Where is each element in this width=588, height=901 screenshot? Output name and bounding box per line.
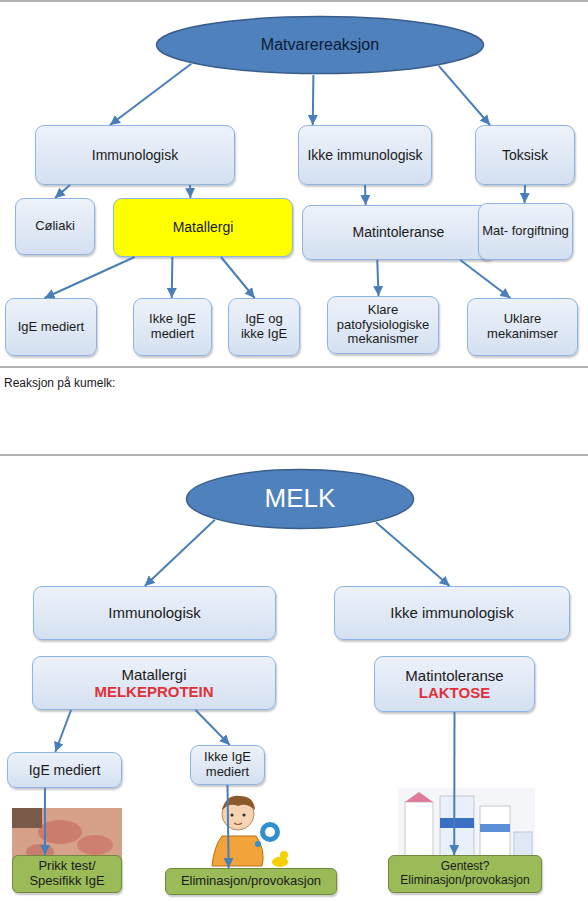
milk-carton <box>440 818 474 828</box>
node-text: Eliminasjon/provokasjon <box>181 874 321 889</box>
node-text: Immunologisk <box>108 604 201 621</box>
subtype-box: Ikke IgE mediert <box>190 745 265 785</box>
node-text: Matvarereaksjon <box>261 36 379 54</box>
frame-line <box>0 454 588 456</box>
test-box: Eliminasjon/provokasjon <box>165 868 337 895</box>
arrow-connector <box>221 257 255 298</box>
arrow-connector <box>189 185 191 198</box>
subtype-box: Uklare mekanimser <box>467 298 578 356</box>
subtype-box: Klare patofysiologiske mekanismer <box>327 296 439 354</box>
node-text: IgE mediert <box>29 762 101 778</box>
category-box: Ikke immunologisk <box>298 125 432 185</box>
child-eye <box>242 813 245 816</box>
condition-box: MatallergiMELKEPROTEIN <box>32 656 276 710</box>
node-text: Matintoleranse <box>405 667 503 684</box>
node-text: Cøliaki <box>35 219 75 234</box>
condition-box: Cøliaki <box>15 198 95 255</box>
subtype-box: Ikke IgE mediert <box>133 298 212 356</box>
condition-box: MatintoleranseLAKTOSE <box>374 656 535 712</box>
node-text: Klare patofysiologiske mekanismer <box>331 303 435 348</box>
arrow-connector <box>110 64 191 125</box>
thought-bubble <box>260 822 280 842</box>
test-box: Prikk test/ Spesifikk IgE <box>12 855 122 893</box>
thought-bubble <box>265 827 275 837</box>
node-text: Matallergi <box>121 666 186 683</box>
ellipse-shape <box>157 17 484 74</box>
frame-line <box>0 366 588 368</box>
yogurt-cup <box>514 832 532 856</box>
subtype-box: IgE mediert <box>7 752 122 788</box>
thought-bubble <box>255 841 261 847</box>
child-hair <box>222 796 255 810</box>
category-box: Ikke immunologisk <box>334 586 570 640</box>
node-text: MELK <box>265 484 336 514</box>
root-ellipse: Matvarereaksjon <box>155 15 485 75</box>
arrow-connector <box>312 75 315 125</box>
arrow-connector <box>228 785 229 868</box>
node-text: Toksisk <box>502 147 548 163</box>
test-box: Gentest? Eliminasjon/provokasjon <box>388 855 542 893</box>
arrow-connector <box>145 520 215 586</box>
arrow-connector <box>195 710 229 745</box>
node-text: Uklare mekanimser <box>471 312 574 342</box>
arrow-connector <box>376 522 450 586</box>
node-text: LAKTOSE <box>419 684 490 701</box>
root-ellipse: MELK <box>185 468 415 530</box>
category-box: Toksisk <box>475 125 575 185</box>
arrow-connector <box>55 710 71 752</box>
arrow-connector <box>460 260 510 298</box>
arrow-connector <box>524 185 526 203</box>
frame-line <box>0 0 588 2</box>
node-text: Ikke IgE mediert <box>137 312 208 342</box>
photo-background <box>398 788 535 860</box>
section-label: Reaksjon på kumelk: <box>4 376 115 390</box>
arrow-connector <box>364 185 367 205</box>
node-text: Matintoleranse <box>353 224 445 240</box>
child-mouth <box>234 823 242 825</box>
arrow-connector <box>377 260 378 296</box>
photo-rash <box>77 835 113 855</box>
category-box: Immunologisk <box>35 125 235 185</box>
child-eye <box>230 813 233 816</box>
highlight-box: Matallergi <box>113 198 293 257</box>
condition-box: Mat- forgiftning <box>478 203 573 260</box>
arrow-connector <box>55 185 70 198</box>
condition-box: Matintoleranse <box>302 205 495 260</box>
child-body <box>212 836 263 866</box>
node-text: Immunologisk <box>92 147 178 163</box>
arrow-connector <box>44 788 46 855</box>
milk-carton <box>440 796 474 856</box>
category-box: Immunologisk <box>33 586 276 640</box>
milk-carton <box>405 792 433 802</box>
subtype-box: IgE mediert <box>5 298 97 356</box>
milk-carton <box>480 824 510 832</box>
node-text: Prikk test/ Spesifikk IgE <box>16 859 118 889</box>
node-text: Mat- forgiftning <box>482 224 569 239</box>
subtype-box: IgE og ikke IgE <box>228 298 300 356</box>
arrow-connector <box>171 257 174 298</box>
node-text: IgE mediert <box>18 320 84 335</box>
photo-shadow <box>12 808 42 828</box>
milk-carton <box>480 806 510 856</box>
arrow-connector <box>45 257 135 298</box>
node-text: Gentest? Eliminasjon/provokasjon <box>392 860 538 888</box>
node-text: MELKEPROTEIN <box>94 683 213 700</box>
photo-rash <box>38 820 82 844</box>
milk-carton <box>405 802 433 856</box>
arrow-connector <box>453 712 455 855</box>
toy-duck <box>280 851 288 859</box>
node-text: Ikke immunologisk <box>390 604 513 621</box>
node-text: IgE og ikke IgE <box>232 312 296 342</box>
child-illustration <box>212 796 288 867</box>
node-text: Matallergi <box>173 219 234 235</box>
ellipse-shape <box>187 470 414 529</box>
node-text: Ikke IgE mediert <box>194 750 261 780</box>
arrow-connector <box>439 66 490 125</box>
node-text: Ikke immunologisk <box>307 147 422 163</box>
milk-products-photo <box>398 788 535 860</box>
